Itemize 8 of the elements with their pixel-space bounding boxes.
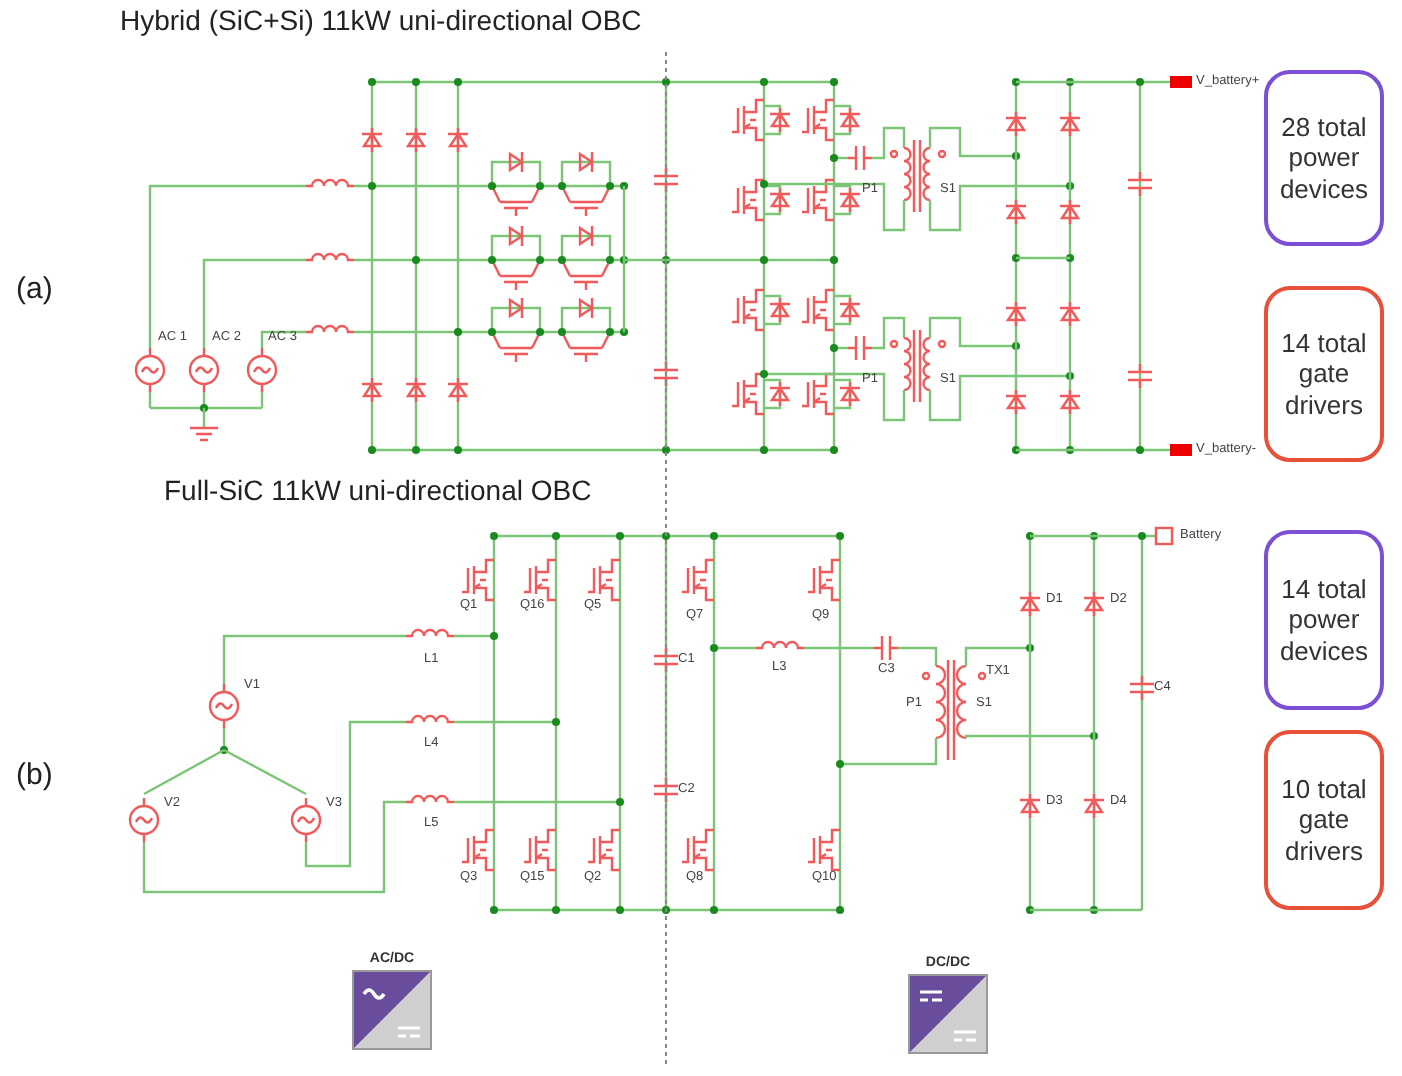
circuit-title: Hybrid (SiC+Si) 11kW uni-directional OBC bbox=[120, 6, 642, 34]
panel-label: (b) bbox=[16, 760, 53, 790]
summary-box: 14 total gate drivers bbox=[1264, 286, 1384, 462]
circuit-title: Full-SiC 11kW uni-directional OBC bbox=[164, 476, 592, 504]
summary-box: 10 total gate drivers bbox=[1264, 730, 1384, 910]
summary-box: 28 total power devices bbox=[1264, 70, 1384, 246]
summary-box: 14 total power devices bbox=[1264, 530, 1384, 710]
panel-label: (a) bbox=[16, 274, 53, 304]
